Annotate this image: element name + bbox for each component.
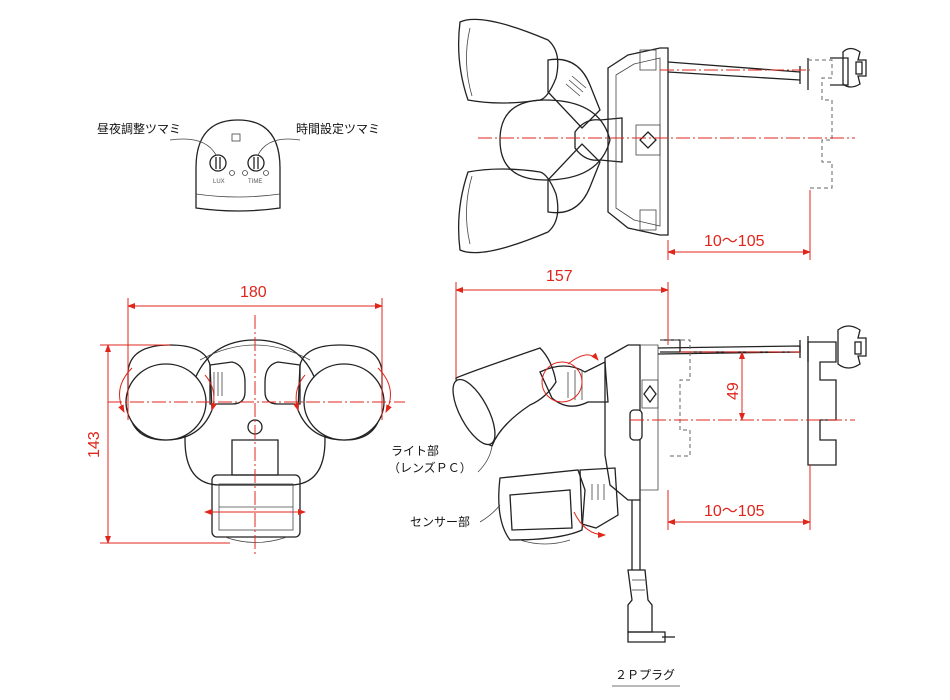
dimension-width-front: 180: [240, 284, 267, 301]
dimension-mount-offset: 49: [725, 382, 742, 400]
top-view: 10～105: [458, 18, 867, 260]
dimension-range-side: 10～105: [704, 503, 765, 520]
side-view: 157 49 10～105 ライト部 （レンズＰＣ） センサー部 ２Ｐプラグ: [388, 268, 867, 687]
lux-text: LUX: [213, 179, 225, 185]
light-part-label: ライト部: [391, 443, 439, 458]
control-panel-detail: LUX TIME 昼夜調整ツマミ 時間設定ツマミ: [97, 119, 380, 212]
dimension-depth-side: 157: [546, 268, 573, 285]
dimension-range-top: 10～105: [704, 233, 765, 250]
front-view: 180 143: [86, 284, 405, 555]
time-text: TIME: [248, 179, 262, 185]
sensor-part-label: センサー部: [410, 514, 470, 529]
day-night-knob-label: 昼夜調整ツマミ: [97, 121, 181, 136]
plug-label: ２Ｐプラグ: [615, 668, 675, 682]
lux-knob: LUX: [209, 154, 235, 185]
time-knob: TIME: [242, 154, 269, 185]
lens-pc-label: （レンズＰＣ）: [388, 460, 472, 475]
dimension-height-front: 143: [86, 431, 103, 458]
time-knob-label: 時間設定ツマミ: [296, 121, 380, 136]
